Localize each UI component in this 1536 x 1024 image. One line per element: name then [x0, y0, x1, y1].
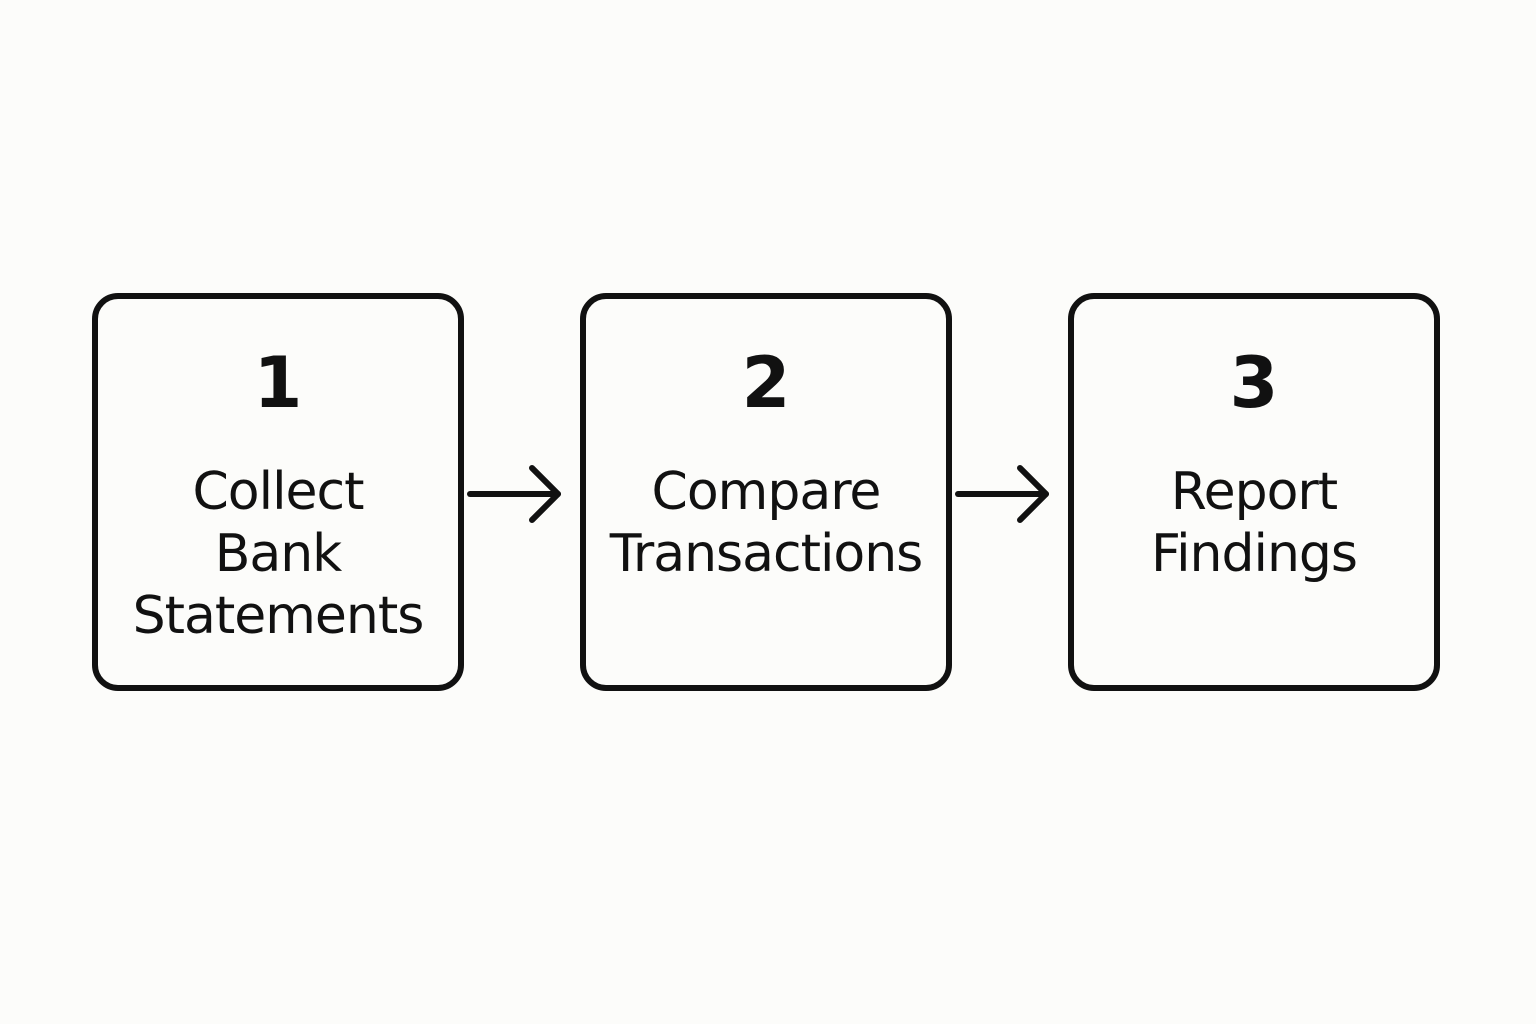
step-number: 3 — [1229, 342, 1279, 424]
arrow-right-icon — [467, 465, 561, 523]
step-number: 2 — [741, 342, 791, 424]
arrow-right-icon — [955, 465, 1049, 523]
step-label-line: Statements — [132, 586, 425, 646]
step-label-line: Collect — [192, 462, 365, 522]
step-label-line: Transactions — [609, 524, 924, 584]
step-label: Report Findings — [1074, 461, 1434, 585]
step-number: 1 — [253, 342, 303, 424]
step-label-line: Report — [1170, 462, 1338, 522]
step-label-line: Findings — [1150, 524, 1358, 584]
step-label: Compare Transactions — [586, 461, 946, 585]
step-label-line: Bank — [214, 524, 343, 584]
step-box-compare: 2 Compare Transactions — [580, 293, 952, 691]
step-label-line: Compare — [651, 462, 882, 522]
step-label: Collect Bank Statements — [98, 461, 458, 647]
step-box-collect: 1 Collect Bank Statements — [92, 293, 464, 691]
step-box-report: 3 Report Findings — [1068, 293, 1440, 691]
